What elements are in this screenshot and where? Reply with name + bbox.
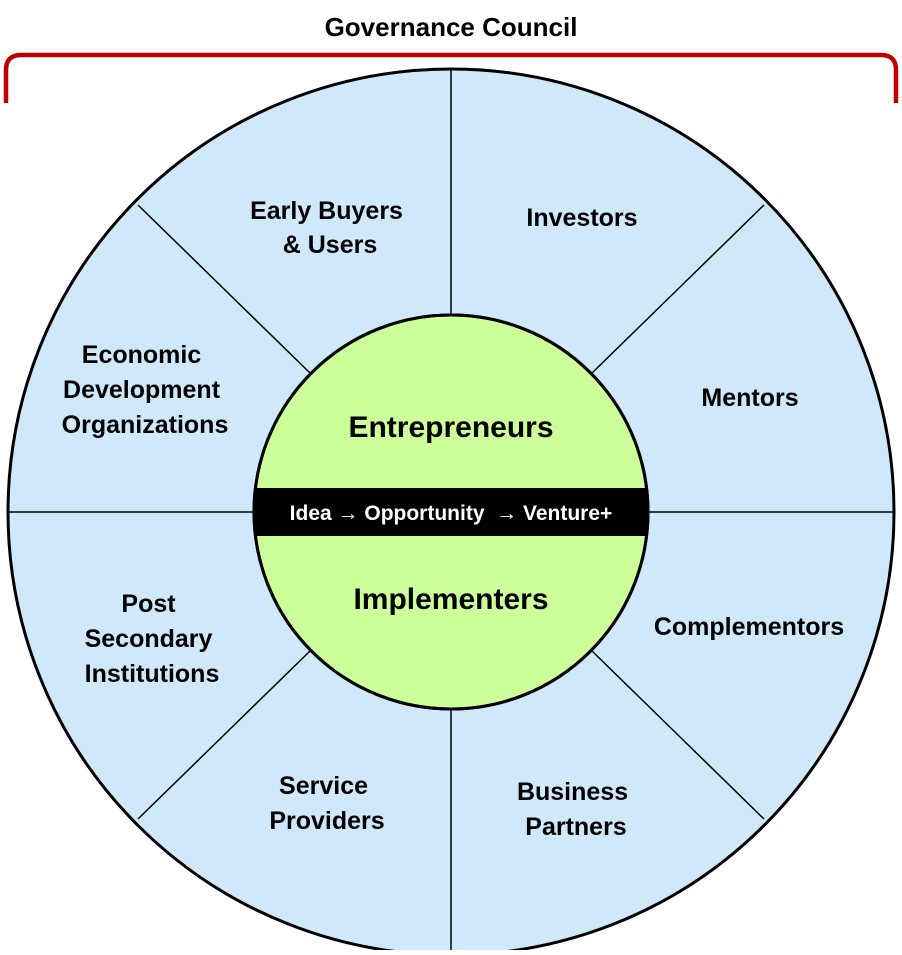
core-outline	[252, 313, 650, 711]
flow-label: Idea → Opportunity → Venture+	[290, 502, 613, 525]
governance-bracket	[3, 52, 899, 103]
segment-label-complementors: Complementors	[654, 613, 844, 641]
segment-label-investors: Investors	[526, 204, 637, 232]
segment-label-post-secondary: Post Secondary Institutions	[85, 590, 220, 688]
segment-labels: Early Buyers & Users Investors Economic …	[62, 197, 845, 841]
divider-upper-right	[591, 204, 765, 374]
segment-label-mentors: Mentors	[701, 384, 798, 412]
core-label-entrepreneurs: Entrepreneurs	[348, 411, 553, 444]
segment-label-service-providers: Service Providers	[269, 772, 384, 835]
flow-band	[254, 488, 648, 536]
ring-dividers	[8, 69, 894, 955]
divider-upper-left	[137, 204, 311, 374]
segment-label-business-partners: Business Partners	[517, 778, 635, 841]
segment-label-early-buyers: Early Buyers & Users	[250, 197, 410, 259]
segment-label-economic-development: Economic Development Organizations	[62, 341, 229, 439]
governance-council-title: Governance Council	[325, 12, 578, 42]
divider-lower-left	[137, 650, 311, 820]
divider-lower-right	[591, 650, 765, 820]
core-label-implementers: Implementers	[353, 583, 548, 616]
